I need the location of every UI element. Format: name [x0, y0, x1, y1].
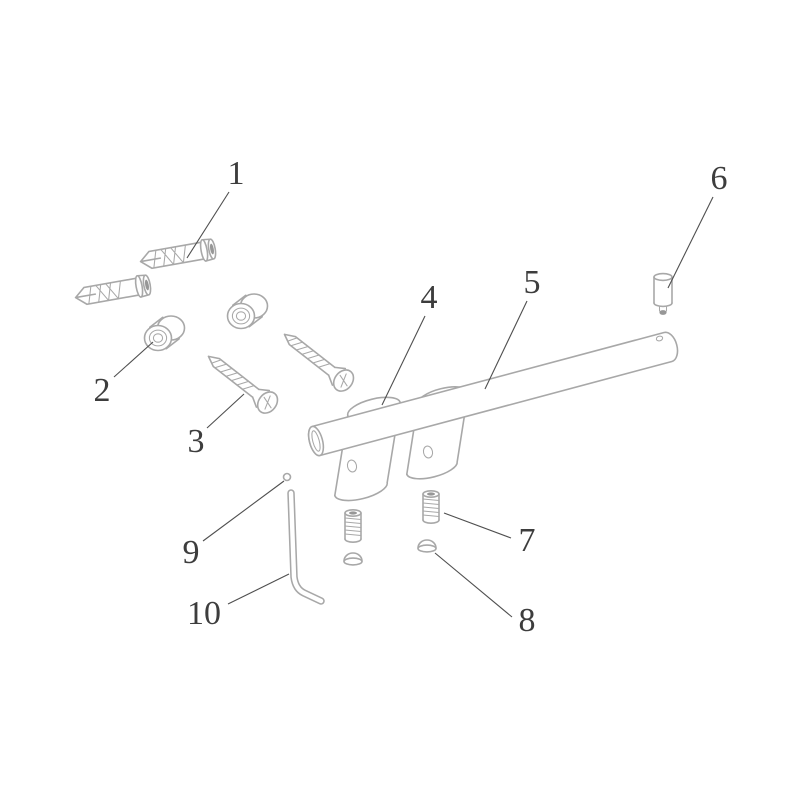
part-label-8: 8 — [519, 602, 536, 639]
leader-line-6 — [667, 196, 714, 289]
leader-line-10 — [227, 573, 290, 605]
part-label-6: 6 — [711, 160, 728, 197]
set-screw-right — [422, 489, 440, 525]
set-screw-left — [344, 508, 362, 544]
end-cap-part — [653, 272, 673, 315]
allen-key-part — [287, 489, 325, 605]
leader-line-4 — [381, 315, 426, 406]
part-label-10: 10 — [187, 595, 221, 632]
part-label-4: 4 — [421, 279, 438, 316]
leader-line-7 — [443, 512, 512, 539]
part-label-1: 1 — [228, 155, 245, 192]
part-label-7: 7 — [519, 522, 536, 559]
leader-line-3 — [206, 393, 245, 429]
washer-cap-right — [417, 539, 437, 553]
part-label-9: 9 — [183, 534, 200, 571]
leader-line-1 — [186, 191, 230, 259]
wall-anchor-upper — [137, 237, 218, 274]
collar-cover-left — [143, 315, 186, 352]
washer-cap-left — [343, 552, 363, 566]
leader-line-5 — [484, 300, 528, 390]
mounting-screw-left — [200, 346, 283, 418]
towel-bar — [307, 331, 679, 457]
part-label-2: 2 — [94, 372, 111, 409]
leader-line-8 — [434, 552, 513, 618]
mounting-screw-right — [276, 324, 359, 396]
wall-anchor-lower — [72, 273, 153, 310]
part-label-3: 3 — [188, 423, 205, 460]
leader-line-9 — [202, 480, 285, 542]
collar-cover-right — [226, 293, 269, 330]
ball-bearing-part — [282, 472, 292, 482]
leader-line-2 — [113, 341, 154, 378]
part-label-5: 5 — [524, 264, 541, 301]
